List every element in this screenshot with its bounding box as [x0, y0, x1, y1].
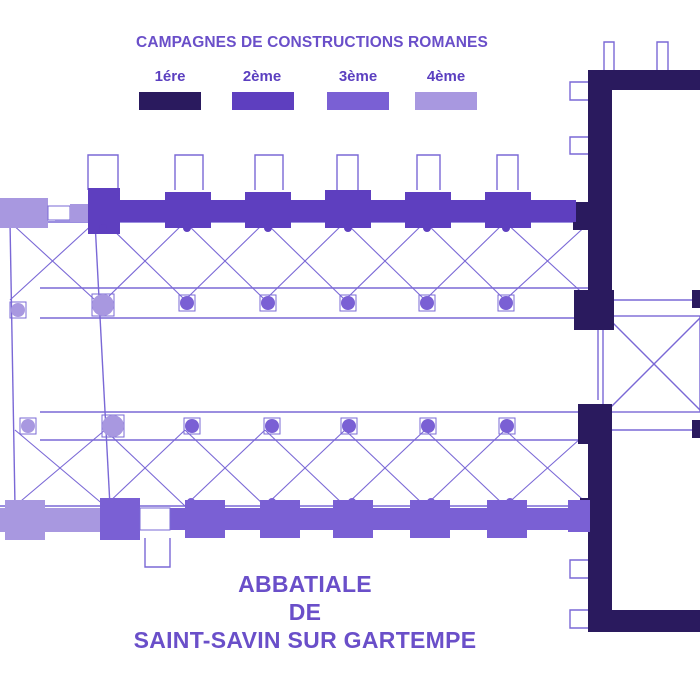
- caption-line-1: ABBATIALE: [238, 571, 372, 597]
- legend-swatch-3: [327, 92, 389, 110]
- legend-swatch-1: [139, 92, 201, 110]
- second-campaign-walls: [88, 188, 576, 234]
- caption-line-3: SAINT-SAVIN SUR GARTEMPE: [133, 627, 477, 653]
- legend-label-4: 4ème: [426, 68, 466, 85]
- legend-swatch-2: [232, 92, 294, 110]
- legend-swatch-4: [415, 92, 477, 110]
- legend-title: CAMPAGNES DE CONSTRUCTIONS ROMANES: [136, 34, 488, 51]
- third-campaign-walls: [100, 498, 590, 540]
- fourth-campaign-walls: [0, 198, 100, 540]
- legend-label-2: 2ème: [242, 68, 282, 85]
- vault-diagonals: [9, 221, 591, 507]
- legend-label-3: 3ème: [338, 68, 378, 85]
- first-campaign-walls: [573, 70, 700, 632]
- nave-pillars: [9, 224, 516, 506]
- legend-label-1: 1ére: [154, 68, 186, 85]
- caption-line-2: DE: [288, 599, 322, 625]
